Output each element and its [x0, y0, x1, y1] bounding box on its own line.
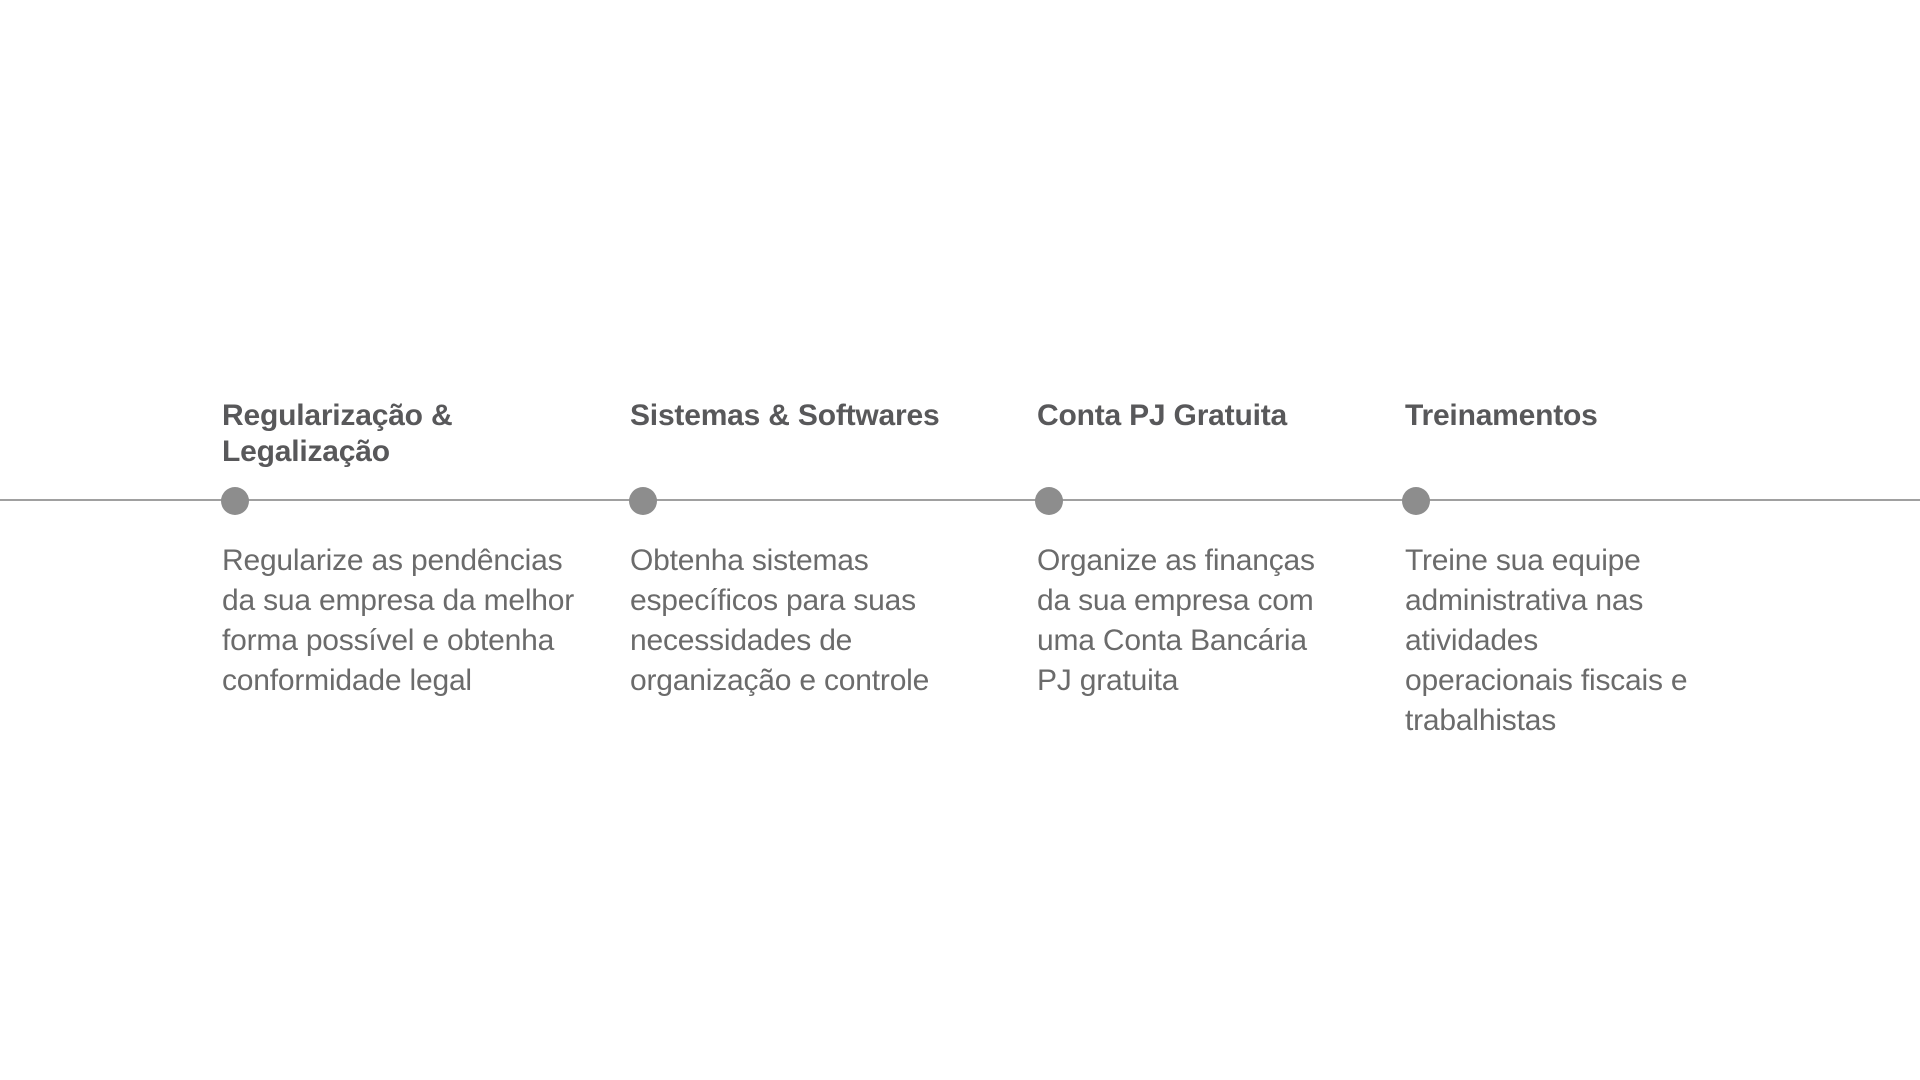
- timeline-dot: [221, 487, 249, 515]
- timeline-item-title-sistemas: Sistemas & Softwares: [630, 399, 940, 432]
- timeline-item-description-conta-pj: Organize as finanças da sua empresa com …: [1037, 544, 1315, 697]
- timeline-item-title-regularizacao: Regularização & Legalização: [222, 399, 453, 468]
- timeline-item-description-treinamentos: Treine sua equipe administrativa nas ati…: [1405, 544, 1688, 737]
- timeline-line: [0, 499, 1920, 501]
- timeline-dot: [629, 487, 657, 515]
- timeline-item-description-sistemas: Obtenha sistemas específicos para suas n…: [630, 544, 930, 697]
- timeline-dot: [1035, 487, 1063, 515]
- timeline-item-description-regularizacao: Regularize as pendências da sua empresa …: [222, 544, 575, 697]
- timeline-dot: [1402, 487, 1430, 515]
- timeline-item-title-treinamentos: Treinamentos: [1405, 399, 1598, 432]
- timeline-item-title-conta-pj: Conta PJ Gratuita: [1037, 399, 1287, 432]
